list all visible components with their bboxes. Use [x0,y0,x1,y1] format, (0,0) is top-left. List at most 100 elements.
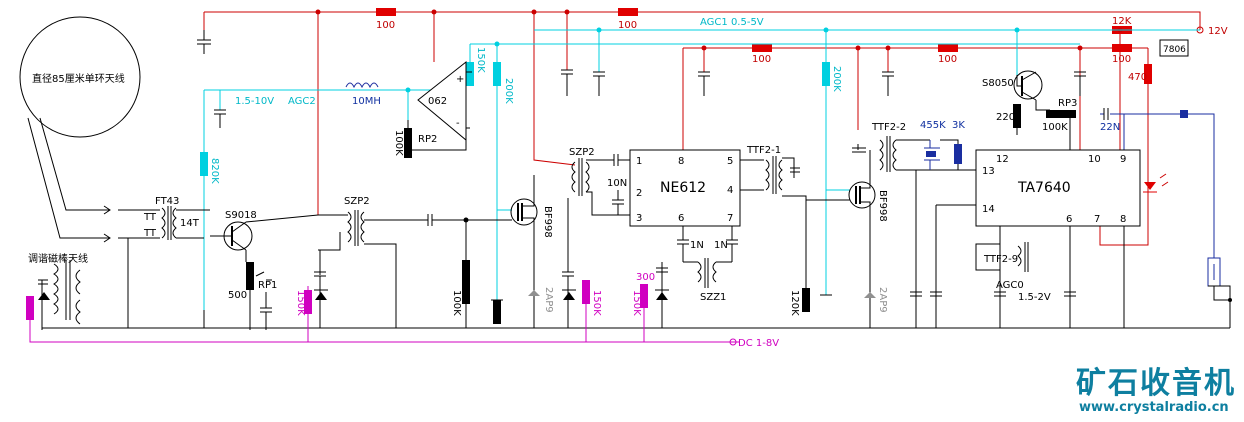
agc2-label: AGC2 [288,96,316,107]
resistor-100-top-2 [618,8,638,16]
loop-antenna-label: 直径85厘米单环天线 [32,72,125,85]
opamp-minus: - [456,118,460,129]
ta7640-pin14: 14 [982,204,995,215]
14t-label: 14T [180,218,200,229]
szp2-b-label: SZP2 [569,147,595,158]
inductor-10mh-label: 10MH [352,96,381,107]
mosfet-bf998-b [806,150,876,328]
resistor-150k-a [304,290,312,314]
ne612-pin2: 2 [636,188,642,199]
ap9-b-label: 2AP9 [877,287,888,313]
r100k-rp3-label: 100K [1042,122,1068,133]
tuning-rod-label: 调谐磁棒天线 [28,252,88,265]
agc1-label: AGC1 0.5-5V [700,17,764,28]
ne612-pin1: 1 [636,156,642,167]
ne612-pin5: 5 [727,156,733,167]
resistor-150k-d [640,284,648,308]
resistor-150k-b-label: 150K [475,47,486,73]
opamp-062 [417,60,472,142]
s9018-label: S9018 [225,210,257,221]
bf998-b-label: BF998 [877,190,888,222]
transformer-szp2-a [314,210,428,328]
transformer-szp2-b [562,158,630,328]
transformer-ttf2-1 [740,156,807,288]
varactor-diodes [38,289,669,300]
resistor-200k-b [822,62,830,86]
s8050-label: S8050 [982,78,1014,89]
mosfet-bf998-a [510,175,538,328]
audio-output-jack [1207,257,1232,328]
tt-label-1: TT [143,212,157,223]
r100k-rp2-label: 100K [393,130,404,156]
ic-ta7640 [975,149,1141,227]
agc2-range-label: 1.5-10V [235,96,274,107]
junctions-red [315,9,1123,51]
coil-szz1 [683,258,732,288]
potentiometer-rp1 [246,262,254,290]
resistor-100-mid-3-label: 100 [1112,54,1131,65]
ne612-pin4: 4 [727,185,733,196]
regulator-7806-label: 7806 [1163,45,1186,55]
opamp-062-label: 062 [428,96,447,107]
ta7640-pin7: 7 [1094,214,1100,225]
resistor-100-mid-2 [938,44,958,52]
resistor-150k-c-label: 150K [591,290,602,316]
filter-455k-label: 455K [920,120,946,131]
resistor-100-mid-2-label: 100 [938,54,957,65]
ttf2-1-label: TTF2-1 [746,145,781,156]
agc0-range-label: 1.5-2V [1018,292,1051,303]
filter-capacitors [197,30,1086,301]
ta7640-pin6: 6 [1066,214,1072,225]
brand-url: www.crystalradio.cn [1079,400,1229,415]
resistor-220-label: 220 [996,112,1015,123]
ne612-pin7: 7 [727,213,733,224]
brand-title: 矿石收音机 [1076,366,1236,401]
agc1-rail [469,27,1200,300]
c22n-label: 22N [1100,122,1120,133]
transistor-s9018 [210,214,338,262]
inductor-10mh [345,82,379,89]
ne612-label: NE612 [660,180,706,196]
bf998-a-label: BF998 [542,206,553,238]
ta7640-pin12: 12 [996,154,1009,165]
loop-antenna [19,16,141,138]
c1n-a-label: 1N [690,240,704,251]
supply-12v-label: 12V [1208,26,1228,37]
ta7640-pin13: 13 [982,166,995,177]
diode-2ap9-a [528,290,540,296]
resistor-150k-b [466,62,474,86]
resistor-100-mid-3 [1112,44,1132,52]
ceramic-filter-455k [924,140,940,170]
transformer-ft43 [118,206,210,240]
r500-label: 500 [228,290,247,301]
resistor-200k-b-label: 200K [831,66,842,92]
ttf2-2-label: TTF2-2 [871,122,906,133]
resistor-100-mid-1-label: 100 [752,54,771,65]
regulator-7806 [1159,39,1189,57]
resistor-820k-label: 820K [209,158,220,184]
szp2-a-label: SZP2 [344,196,370,207]
resistor-150k-a-label: 150K [295,290,306,316]
rp2-label: RP2 [418,134,437,145]
ta7640-label: TA7640 [1017,180,1071,196]
audio-out-line [1100,113,1215,258]
led-indicator [1143,173,1169,193]
agc0-label: AGC0 [996,280,1024,291]
tuning-rod-antenna [26,260,740,343]
rp1-label: RP1 [258,280,277,291]
transformer-ttf2-2 [852,136,978,172]
ft43-label: FT43 [155,196,179,207]
resistor-150k-d-label: 150K [631,290,642,316]
ta7640-pin10: 10 [1088,154,1101,165]
resistor-3k-label: 3K [952,120,965,131]
dc-supply-label: DC 1-8V [738,338,779,349]
transistor-s8050 [1013,70,1050,111]
agc2-line [203,87,434,310]
resistor-100-top-1 [376,8,396,16]
resistor-120k-label: 120K [789,290,800,316]
opamp-plus: + [456,74,464,85]
resistor-100k-b-label: 100K [451,290,462,316]
resistor-200k-a [493,62,501,86]
ne612-pin3: 3 [636,213,642,224]
